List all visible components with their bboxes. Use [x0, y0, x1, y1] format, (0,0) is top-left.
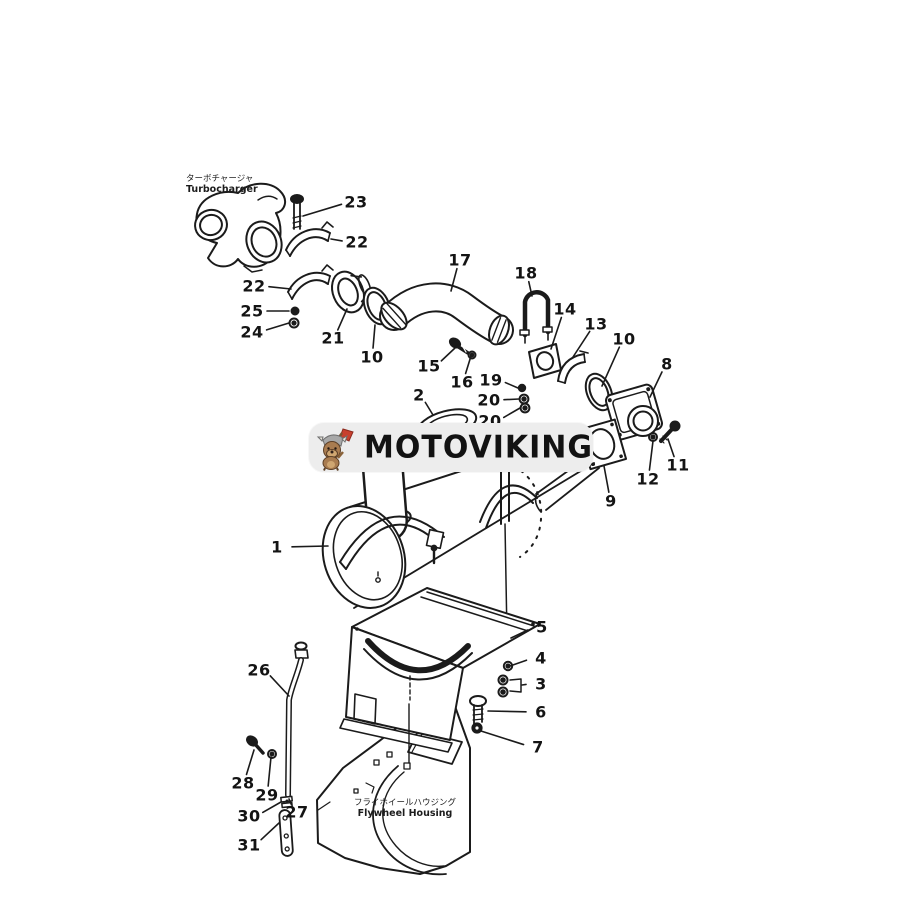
leader-line-13-13 [572, 330, 591, 358]
leader-line-16-16 [464, 355, 472, 375]
callout-21-22: 21 [321, 328, 345, 348]
leader-line-7-6 [480, 730, 525, 746]
callout-5-4: 5 [536, 617, 548, 637]
callout-4-3: 4 [535, 648, 547, 668]
watermark-text: MOTOVIKING [364, 429, 594, 466]
leader-line-17-17 [450, 267, 458, 292]
leader-line-10-10 [601, 346, 621, 387]
callout-23-25: 23 [344, 192, 368, 212]
callout-17-17: 17 [448, 250, 472, 270]
leader-line-3-2 [521, 683, 527, 686]
callout-3-2: 3 [535, 674, 547, 694]
callout-8-7: 8 [661, 354, 673, 374]
leader-line-26-28 [269, 675, 290, 697]
leader-line-28-30 [245, 749, 255, 776]
motoviking-watermark: MOTOVIKING [309, 423, 593, 472]
flywheel-housing-label-jp: フライホイールハウジング [353, 798, 457, 808]
leader-line-22-24 [268, 285, 292, 290]
leader-line-23-25 [302, 203, 343, 217]
leader-line-5-4 [510, 629, 529, 639]
leader-line-11-11 [667, 438, 675, 458]
callout-19-19: 19 [479, 370, 503, 390]
exhaust-elbow-pipe-drawing [379, 282, 514, 346]
callout-27-29: 27 [285, 802, 309, 822]
callout-13-13: 13 [584, 314, 608, 334]
leader-line-12-12 [648, 440, 654, 471]
turbocharger-label-jp: ターボチャージャ [186, 174, 254, 184]
callout-30-32: 30 [237, 806, 261, 826]
callout-10-10: 10 [612, 329, 636, 349]
ubolt-clamp-drawing [519, 290, 589, 384]
flywheel-housing-label-en: Flywheel Housing [357, 807, 453, 819]
callout-29-31: 29 [255, 785, 279, 805]
leader-line-15-15 [440, 347, 456, 362]
leader-line-8-7 [649, 371, 663, 398]
turbocharger-drawing [194, 182, 287, 273]
leader-line-20-21 [502, 407, 521, 419]
leader-line-31-33 [260, 822, 280, 841]
viking-dog-mascot-icon [316, 427, 354, 471]
callout-6-5: 6 [535, 702, 547, 722]
small-fasteners-drawing [448, 337, 531, 414]
leader-line-2-1 [424, 401, 434, 416]
leader-line-27-29 [288, 798, 293, 806]
callout-7-6: 7 [532, 737, 544, 757]
leader-line-6-5 [487, 710, 527, 713]
leader-line-9-8 [603, 465, 610, 493]
callout-22-23: 22 [345, 232, 369, 252]
callout-10-9: 10 [360, 347, 384, 367]
callout-14-14: 14 [553, 299, 577, 319]
callout-12-12: 12 [636, 469, 660, 489]
leader-line-24-26 [265, 322, 290, 331]
vband-clamp-and-bolt-drawing [285, 194, 334, 329]
leader-line-1-0 [291, 545, 329, 548]
leader-line-19-19 [504, 381, 519, 389]
callout-25-27: 25 [240, 301, 264, 321]
leader-line-14-14 [550, 316, 563, 350]
drain-tube-drawing [246, 641, 309, 857]
callout-11-11: 11 [666, 455, 690, 475]
leader-line-20-20 [503, 398, 520, 401]
leader-line-29-31 [267, 756, 272, 787]
callout-24-26: 24 [240, 322, 264, 342]
callout-31-33: 31 [237, 835, 261, 855]
turbocharger-label: ターボチャージャ Turbocharger [186, 174, 258, 196]
leader-line-22-23 [330, 238, 343, 242]
leader-line-10-9 [372, 324, 376, 349]
leader-line-21-22 [336, 308, 348, 331]
leader-line-30-32 [261, 801, 282, 814]
callout-1-0: 1 [271, 537, 283, 557]
bracket-fasteners-drawing [469, 660, 522, 734]
outlet-flange-drawing [578, 372, 681, 471]
callout-26-28: 26 [247, 660, 271, 680]
callout-leader-lines [245, 203, 675, 841]
callout-20-20: 20 [477, 390, 501, 410]
callout-16-16: 16 [450, 372, 474, 392]
callout-9-8: 9 [605, 491, 617, 511]
callout-2-1: 2 [413, 385, 425, 405]
callout-28-30: 28 [231, 773, 255, 793]
callout-22-24: 22 [242, 276, 266, 296]
callout-15-15: 15 [417, 356, 441, 376]
leader-line-4-3 [509, 659, 528, 667]
muffler-drawing [321, 408, 600, 637]
flywheel-housing-label: フライホイールハウジング Flywheel Housing [353, 798, 457, 820]
mounting-bracket-drawing [339, 587, 541, 764]
turbocharger-label-en: Turbocharger [186, 183, 258, 195]
callout-18-18: 18 [514, 263, 538, 283]
leader-line-18-18 [527, 280, 533, 297]
